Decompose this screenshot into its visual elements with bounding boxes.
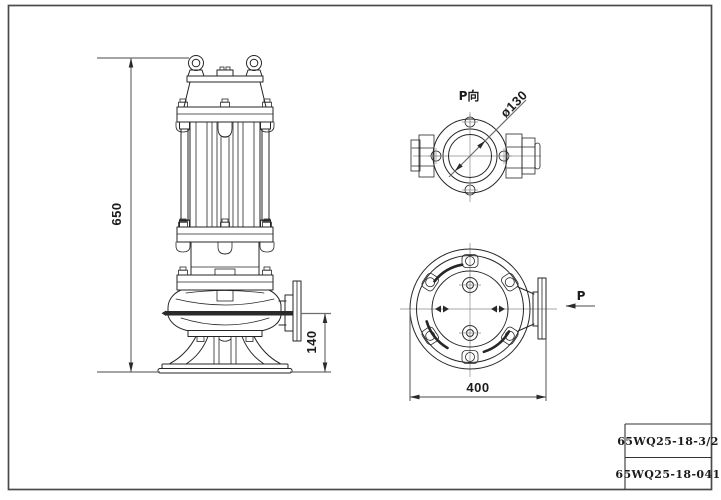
- discharge-outlet-plan: [517, 277, 547, 340]
- oil-chamber: [190, 241, 260, 276]
- discharge-outlet-front: [278, 280, 302, 342]
- base-stand: [157, 330, 293, 374]
- title-block: 65WQ25-18-3/2 65WQ25-18-041: [615, 423, 720, 490]
- p-view-title: P向: [459, 88, 480, 103]
- volute-casing: [161, 289, 293, 331]
- casing-parting-line: [166, 311, 293, 316]
- title-block-model: 65WQ25-18-3/2: [617, 435, 719, 448]
- flange-bolt-holes: [428, 114, 512, 198]
- dim-650-label: 650: [109, 202, 124, 225]
- p-direction-label: P: [577, 289, 586, 303]
- dimension-650: 650: [97, 57, 189, 373]
- seal-flange-band: [176, 266, 274, 302]
- dimension-400: 400: [409, 309, 547, 401]
- cooling-jacket: [179, 121, 271, 228]
- pump-body-circle: [431, 270, 509, 348]
- title-block-drawing-number: 65WQ25-18-041: [615, 468, 720, 481]
- motor-housing: [183, 81, 267, 108]
- p-direction-arrow: P: [566, 289, 595, 309]
- sheet-border: [7, 4, 713, 491]
- top-cap: [183, 66, 267, 108]
- lower-clamp-band: [175, 218, 275, 255]
- front-view: 650 140: [97, 55, 331, 374]
- upper-clamp-band: [175, 98, 275, 138]
- dim-diameter-label: ø130: [497, 87, 530, 120]
- inner-bolt-bosses: [459, 274, 481, 344]
- flange-bore: [448, 134, 492, 178]
- dimension-140: 140: [290, 312, 331, 373]
- top-view: P 400: [400, 243, 595, 401]
- casing-inner-ring: [416, 255, 524, 363]
- dim-400-label: 400: [466, 380, 489, 395]
- p-direction-view: P向: [410, 87, 541, 202]
- rib-markers: [435, 305, 505, 313]
- cover-bolt-lugs: [421, 254, 519, 364]
- lifting-eyes: [187, 55, 263, 77]
- dim-140-label: 140: [304, 330, 319, 353]
